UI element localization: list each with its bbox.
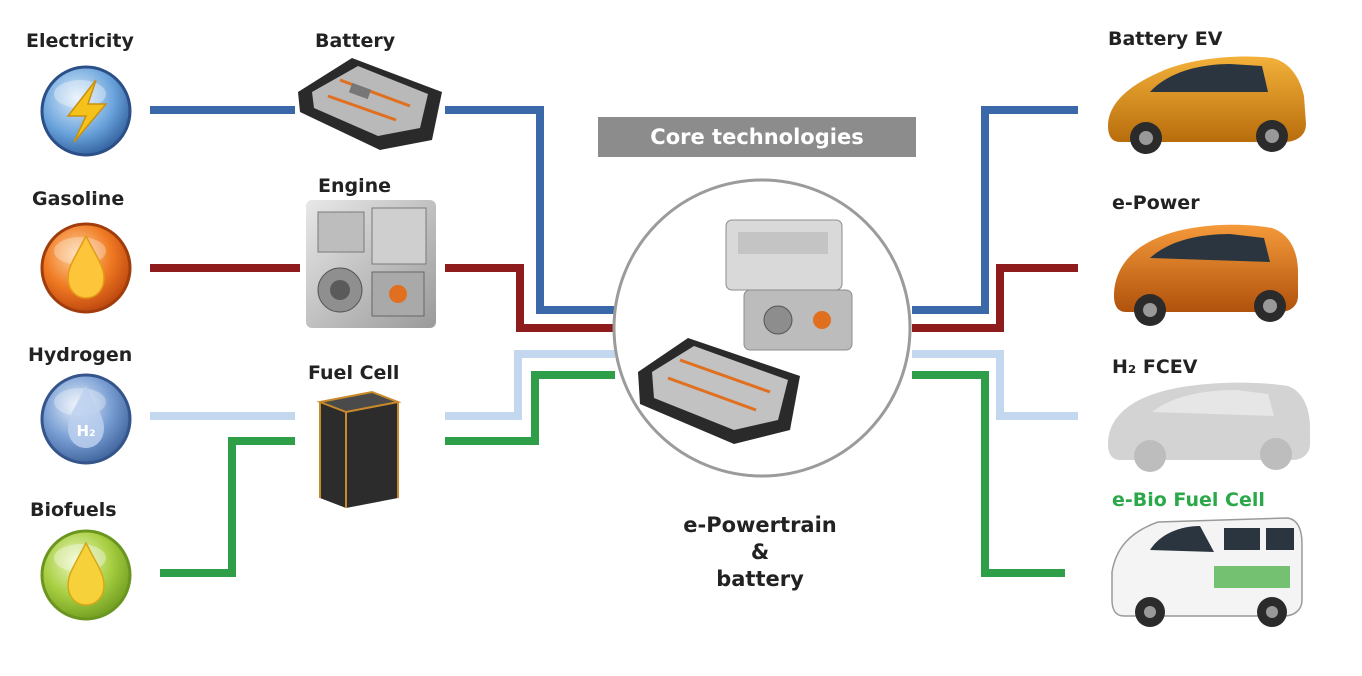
vehicle-label-battery-ev: Battery EV — [1108, 28, 1223, 50]
biofuel-line-left — [160, 437, 295, 577]
hydrogen-symbol: H₂ — [76, 422, 95, 440]
vehicle-label-h2-fcev: H₂ FCEV — [1112, 356, 1198, 378]
hydrogen-icon: H₂ — [40, 373, 132, 465]
vehicle-label-e-power: e-Power — [1112, 192, 1200, 214]
source-label-gasoline: Gasoline — [32, 188, 125, 210]
gasoline-line-mid — [445, 264, 615, 332]
e-power-car — [1114, 224, 1298, 326]
e-battery-image — [638, 338, 800, 444]
tech-label-fuel-cell: Fuel Cell — [308, 362, 400, 384]
e-powertrain-image — [725, 219, 853, 351]
fuel-drop-icon — [67, 234, 105, 299]
gasoline-line-right — [912, 264, 1078, 332]
battery-ev-car — [1108, 56, 1306, 154]
electricity-icon — [40, 65, 132, 157]
biofuel-icon — [40, 529, 132, 621]
hydrogen-line-right — [912, 350, 1078, 420]
source-label-electricity: Electricity — [26, 30, 134, 52]
gasoline-icon — [40, 222, 132, 314]
core-caption: e-Powertrain & battery — [660, 512, 860, 593]
core-caption-line-1: e-Powertrain — [683, 513, 837, 537]
core-caption-line-3: battery — [716, 567, 804, 591]
battery-pack-image — [298, 58, 442, 150]
h2-fcev-car — [1108, 382, 1310, 472]
fuel-cell-image — [316, 390, 402, 508]
tech-label-engine: Engine — [318, 175, 392, 197]
core-technology-circle — [612, 178, 912, 478]
biofuel-line-mid — [445, 371, 615, 445]
hydrogen-drop-icon — [68, 386, 104, 448]
electricity-line-right — [912, 106, 1078, 314]
connector-lines — [150, 106, 1078, 577]
lightning-icon — [66, 79, 108, 143]
source-label-biofuels: Biofuels — [30, 499, 117, 521]
tech-label-battery: Battery — [315, 30, 396, 52]
e-bio-fuel-cell-van — [1111, 517, 1303, 627]
vehicle-label-e-bio-fuel-cell: e-Bio Fuel Cell — [1112, 489, 1265, 511]
biofuel-drop-icon — [67, 541, 105, 606]
source-label-hydrogen: Hydrogen — [28, 344, 133, 366]
core-caption-line-2: & — [750, 540, 770, 564]
electricity-line-mid — [445, 106, 615, 314]
biofuel-line-right — [912, 371, 1065, 577]
hydrogen-line-mid — [445, 350, 615, 420]
engine-image — [306, 200, 436, 328]
core-technologies-banner: Core technologies — [598, 117, 916, 157]
